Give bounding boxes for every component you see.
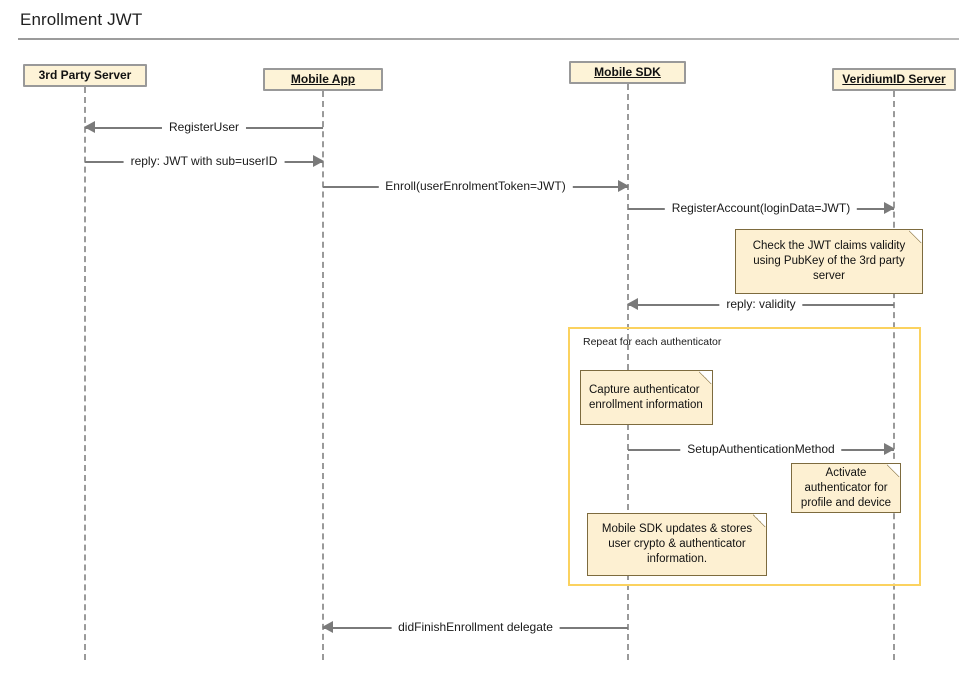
participant-third-party-server[interactable]: 3rd Party Server xyxy=(23,64,147,87)
lifeline-third-party-server xyxy=(84,87,86,660)
message-register-user[interactable]: RegisterUser xyxy=(84,118,323,137)
fragment-label: Repeat for each authenticator xyxy=(583,336,722,348)
title-divider xyxy=(18,38,959,40)
page-title: Enrollment JWT xyxy=(20,10,143,29)
note-text: Check the JWT claims validity using PubK… xyxy=(752,240,906,282)
participant-mobile-sdk[interactable]: Mobile SDK xyxy=(569,61,686,84)
message-label-did-finish-enrollment: didFinishEnrollment delegate xyxy=(391,618,560,636)
participant-label-mobile-sdk: Mobile SDK xyxy=(594,65,661,79)
note-text: Capture authenticator enrollment informa… xyxy=(589,383,703,411)
message-setup-authentication-method[interactable]: SetupAuthenticationMethod xyxy=(628,440,895,459)
message-label-setup-authentication-method: SetupAuthenticationMethod xyxy=(680,440,842,458)
note-text: Mobile SDK updates & stores user crypto … xyxy=(601,523,753,565)
message-enroll[interactable]: Enroll(userEnrolmentToken=JWT) xyxy=(323,177,629,196)
message-reply-validity[interactable]: reply: validity xyxy=(627,295,894,314)
note-fold-icon xyxy=(699,371,712,384)
arrowhead-left-icon xyxy=(627,298,638,310)
message-reply-jwt[interactable]: reply: JWT with sub=userID xyxy=(85,152,324,171)
note-fold-icon xyxy=(887,464,900,477)
arrowhead-right-icon xyxy=(884,443,895,455)
note-fold-icon xyxy=(909,230,922,243)
participant-label-mobile-app: Mobile App xyxy=(290,72,356,86)
lifeline-mobile-app xyxy=(322,91,324,660)
message-label-reply-jwt: reply: JWT with sub=userID xyxy=(123,152,285,170)
participant-mobile-app[interactable]: Mobile App xyxy=(263,68,383,91)
participant-veridiumid-server[interactable]: VeridiumID Server xyxy=(832,68,956,91)
arrowhead-left-icon xyxy=(322,621,333,633)
fragment-loop-authenticator xyxy=(568,327,921,586)
message-register-account[interactable]: RegisterAccount(loginData=JWT) xyxy=(628,199,895,218)
note-capture-authenticator: Capture authenticator enrollment informa… xyxy=(580,370,713,425)
message-label-register-user: RegisterUser xyxy=(161,118,247,136)
message-label-reply-validity: reply: validity xyxy=(719,295,803,313)
note-text: Activate authenticator for profile and d… xyxy=(800,466,892,509)
arrowhead-right-icon xyxy=(884,202,895,214)
message-label-enroll: Enroll(userEnrolmentToken=JWT) xyxy=(378,177,573,195)
lifeline-veridiumid-server xyxy=(893,91,895,660)
arrowhead-left-icon xyxy=(84,121,95,133)
note-mobile-sdk-updates: Mobile SDK updates & stores user crypto … xyxy=(587,513,767,576)
arrowhead-right-icon xyxy=(618,180,629,192)
note-activate-authenticator: Activate authenticator for profile and d… xyxy=(791,463,901,513)
participant-label-third-party-server: 3rd Party Server xyxy=(38,68,132,82)
note-check-jwt: Check the JWT claims validity using PubK… xyxy=(735,229,923,294)
note-fold-icon xyxy=(753,514,766,527)
message-did-finish-enrollment[interactable]: didFinishEnrollment delegate xyxy=(322,618,628,637)
message-label-register-account: RegisterAccount(loginData=JWT) xyxy=(664,199,858,217)
participant-label-veridiumid-server: VeridiumID Server xyxy=(842,72,946,86)
arrowhead-right-icon xyxy=(313,155,324,167)
